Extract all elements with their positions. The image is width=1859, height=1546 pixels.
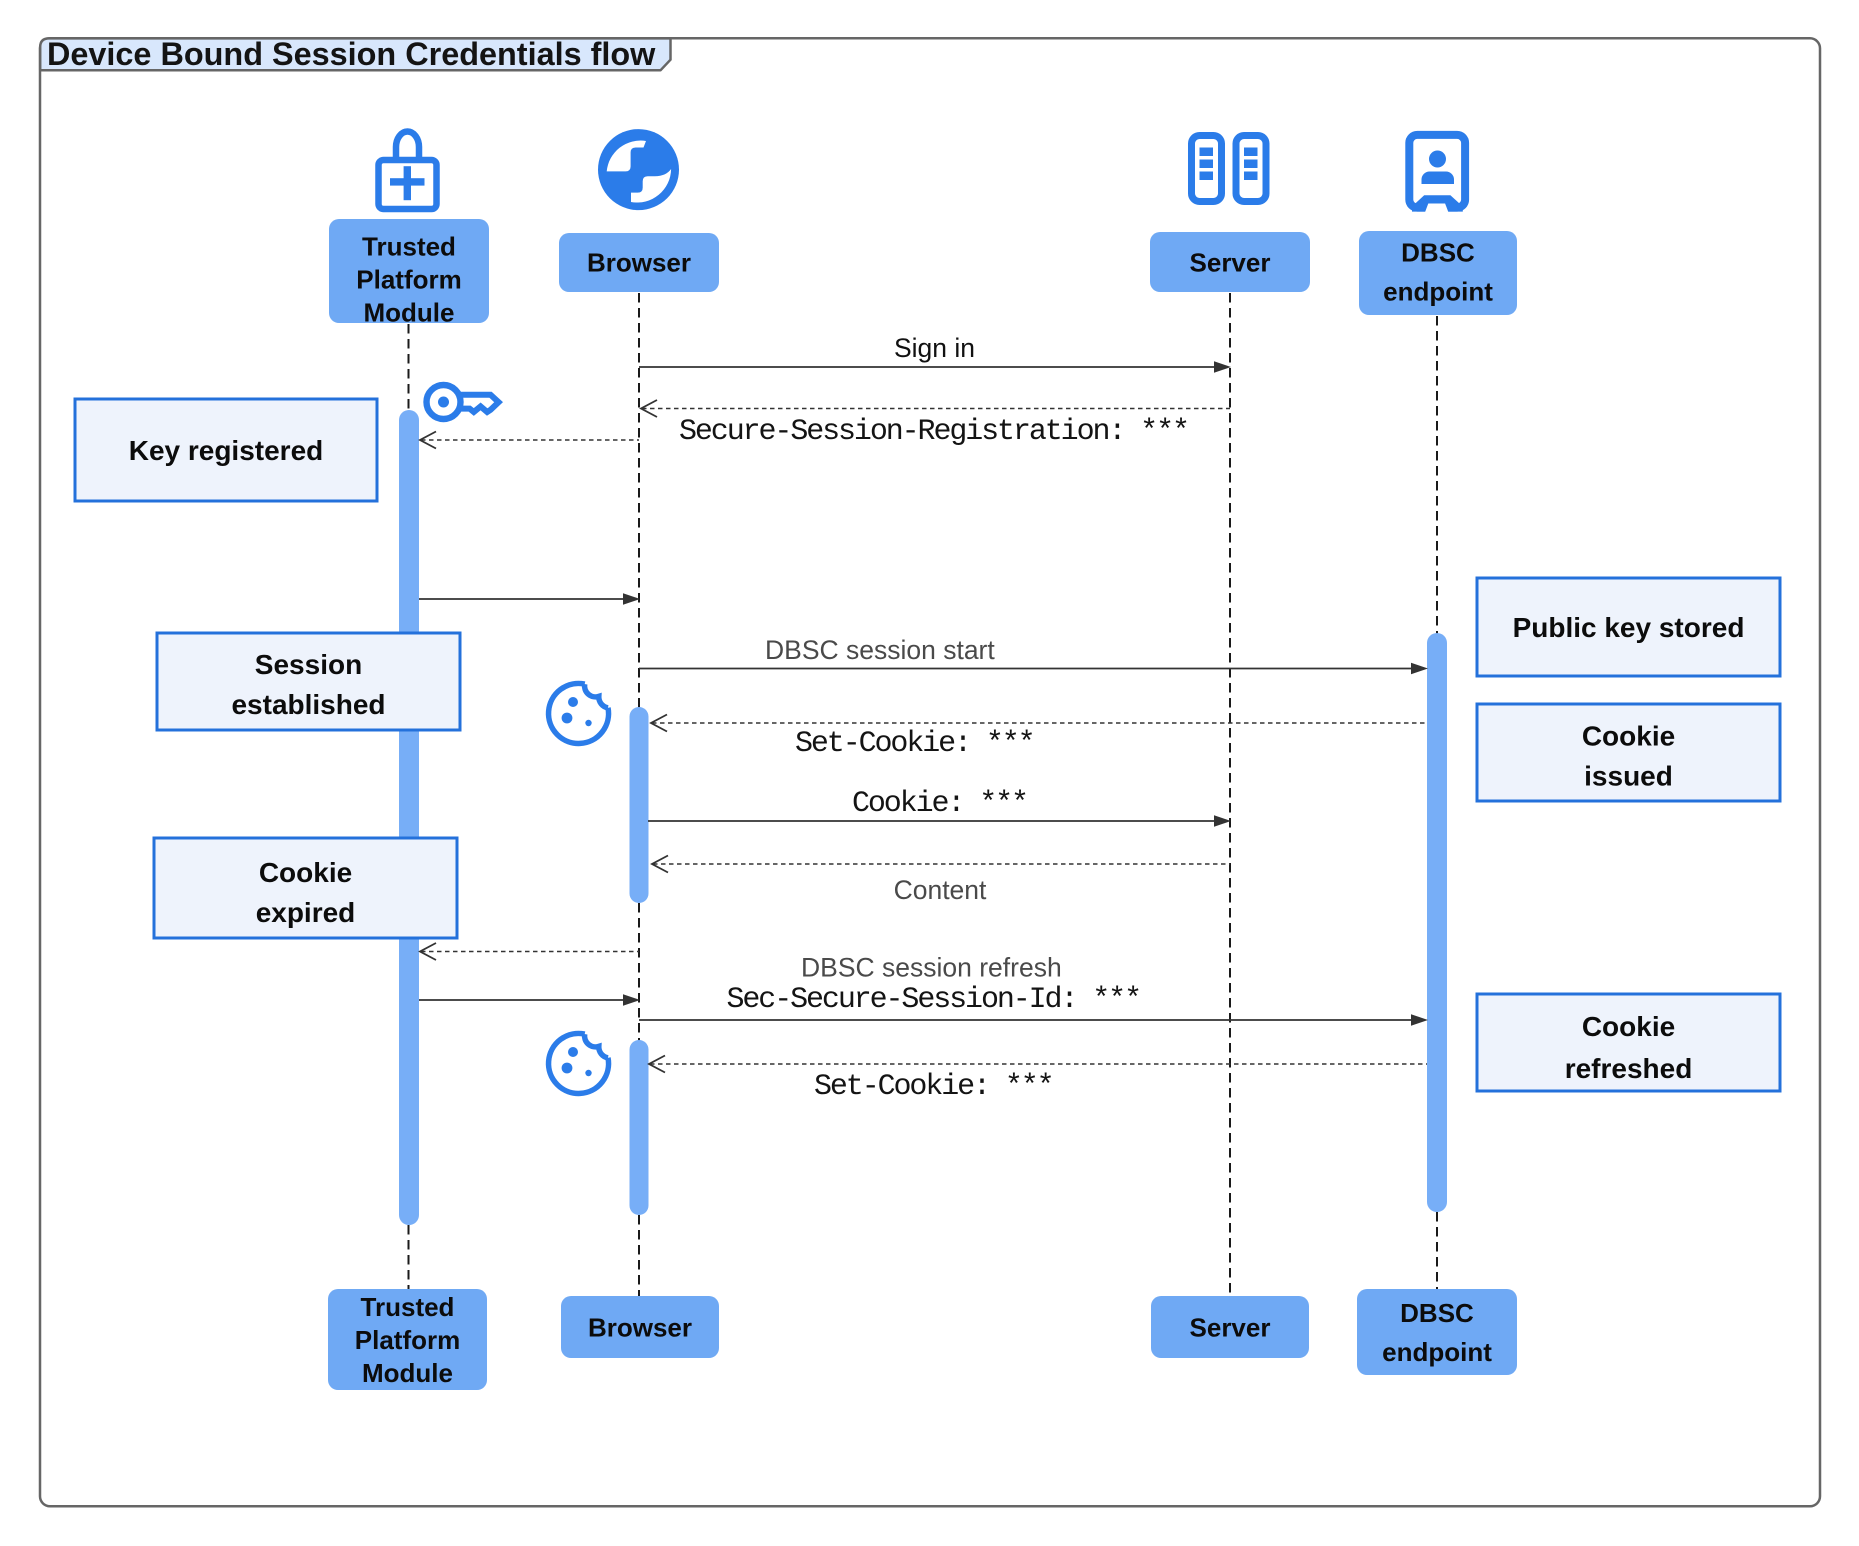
- svg-text:refreshed: refreshed: [1565, 1053, 1693, 1084]
- svg-text:Browser: Browser: [588, 1313, 692, 1343]
- svg-text:Server: Server: [1190, 248, 1271, 278]
- svg-text:endpoint: endpoint: [1383, 277, 1493, 307]
- svg-text:expired: expired: [256, 897, 356, 928]
- svg-text:Cookie: ***: Cookie: ***: [852, 787, 1027, 821]
- svg-text:Module: Module: [364, 298, 455, 328]
- svg-text:Trusted: Trusted: [362, 232, 456, 262]
- svg-text:Sign in: Sign in: [894, 333, 975, 363]
- svg-text:Cookie: Cookie: [259, 857, 352, 888]
- svg-text:DBSC: DBSC: [1400, 1298, 1474, 1328]
- svg-text:Content: Content: [894, 875, 987, 905]
- svg-text:Set-Cookie: ***: Set-Cookie: ***: [795, 727, 1034, 761]
- svg-text:Session: Session: [255, 649, 362, 680]
- svg-text:Server: Server: [1190, 1313, 1271, 1343]
- svg-text:issued: issued: [1584, 761, 1673, 792]
- svg-text:DBSC: DBSC: [1401, 238, 1475, 268]
- svg-text:Module: Module: [362, 1358, 453, 1388]
- svg-text:Trusted: Trusted: [361, 1292, 455, 1322]
- svg-text:Platform: Platform: [356, 265, 461, 295]
- svg-text:Secure-Session-Registration: *: Secure-Session-Registration: ***: [679, 415, 1188, 449]
- svg-text:Public key stored: Public key stored: [1513, 612, 1745, 643]
- svg-text:Device Bound Session Credentia: Device Bound Session Credentials flow: [47, 36, 656, 72]
- svg-text:Key registered: Key registered: [129, 435, 324, 466]
- svg-text:endpoint: endpoint: [1382, 1337, 1492, 1367]
- svg-text:Browser: Browser: [587, 248, 691, 278]
- svg-text:Cookie: Cookie: [1582, 1011, 1675, 1042]
- svg-text:established: established: [231, 689, 385, 720]
- svg-text:DBSC session refresh: DBSC session refresh: [801, 953, 1062, 983]
- svg-text:Set-Cookie: ***: Set-Cookie: ***: [814, 1070, 1053, 1104]
- svg-text:DBSC session start: DBSC session start: [765, 635, 995, 665]
- svg-text:Platform: Platform: [355, 1325, 460, 1355]
- svg-text:Cookie: Cookie: [1582, 721, 1675, 752]
- svg-text:Sec-Secure-Session-Id: ***: Sec-Secure-Session-Id: ***: [727, 983, 1140, 1017]
